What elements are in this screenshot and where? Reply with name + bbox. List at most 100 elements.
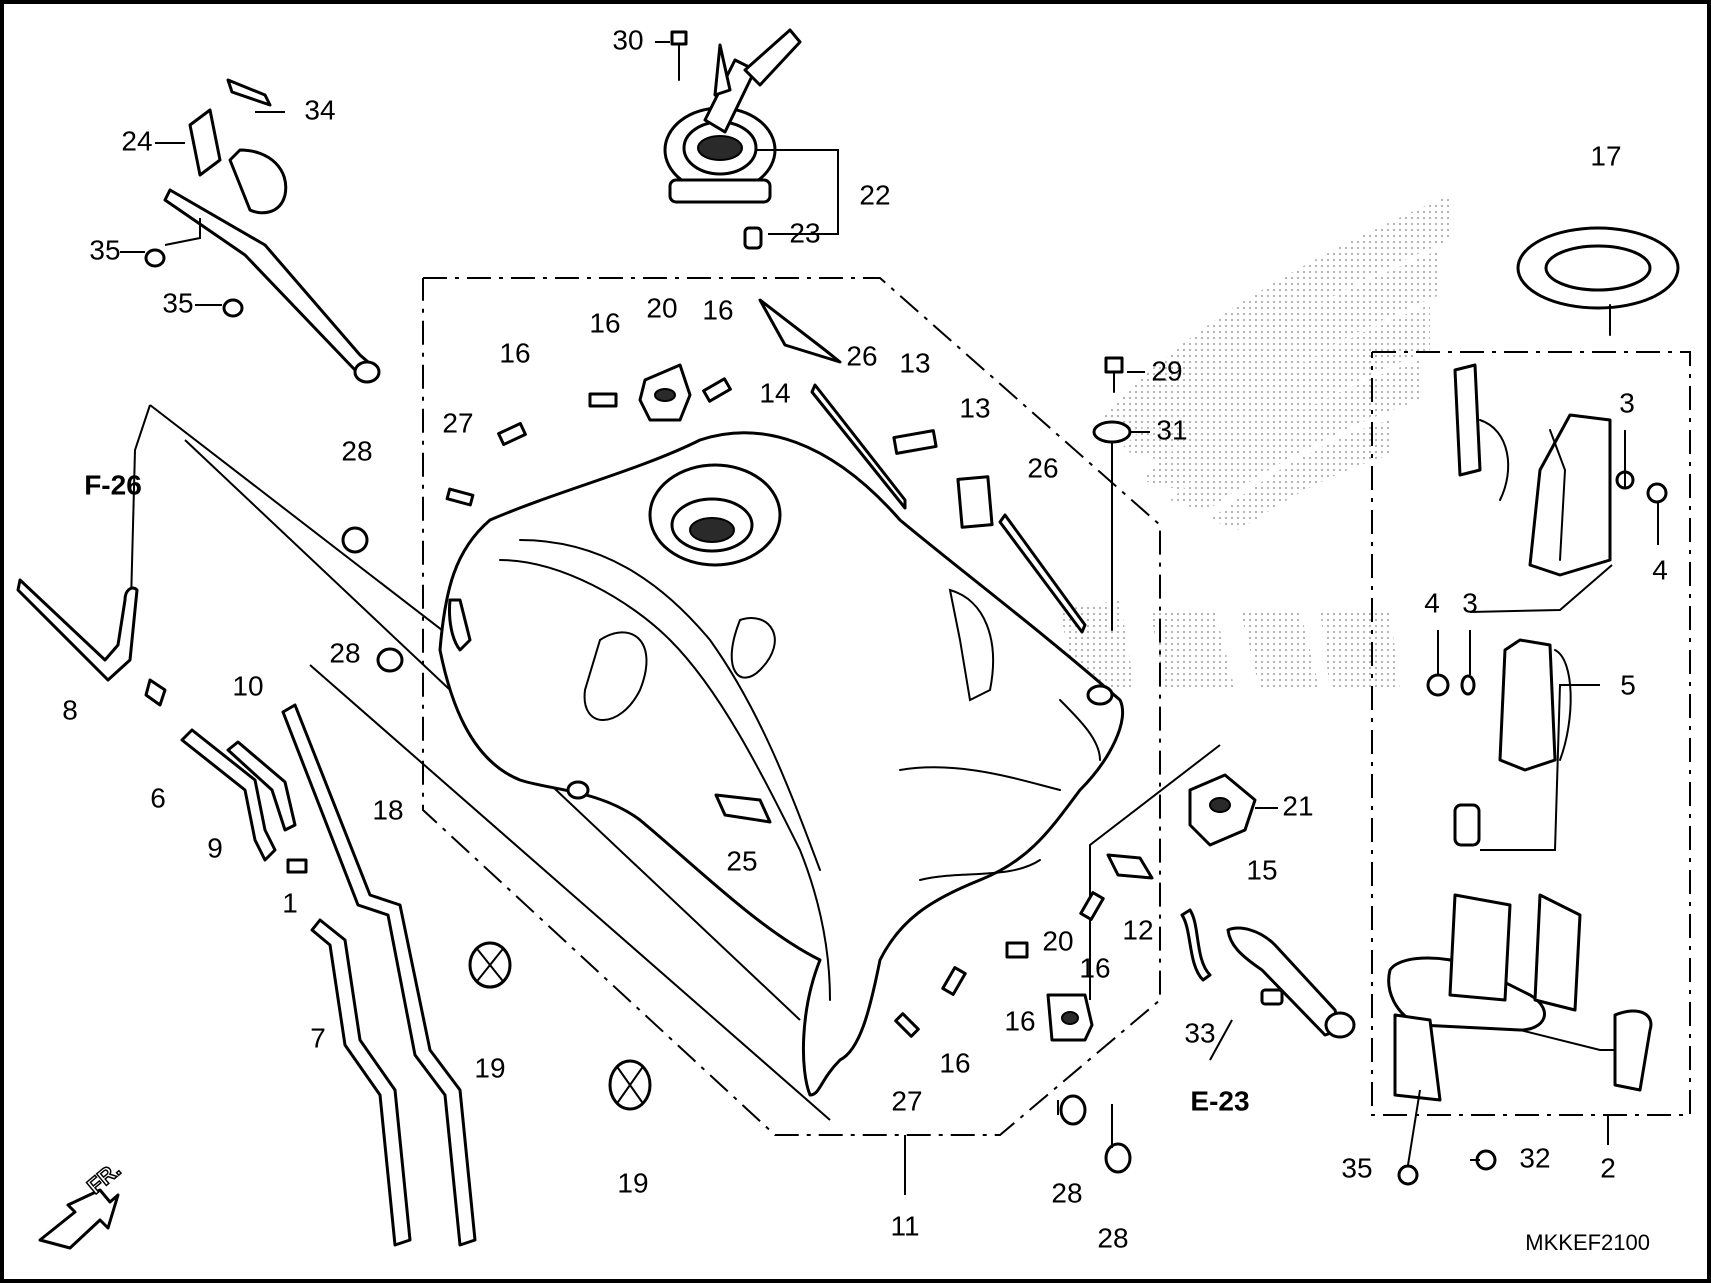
- cushion-20-bottom: [1046, 993, 1094, 1042]
- label-16-a: 16: [499, 337, 530, 368]
- cap-bolt: [670, 30, 688, 81]
- label-19-left: 19: [474, 1052, 505, 1083]
- label-26-a: 26: [846, 340, 877, 371]
- label-12: 12: [1122, 914, 1153, 945]
- label-13-b: 13: [959, 392, 990, 423]
- fuel-tank-body: [438, 431, 1125, 1097]
- label-7: 7: [310, 1022, 326, 1053]
- label-13-a: [892, 429, 938, 455]
- bolt-29: [1104, 356, 1124, 393]
- label-5: 5: [1620, 669, 1636, 700]
- tank-group-outline: [422, 277, 1161, 1195]
- label-35-c: 35: [1341, 1152, 1372, 1183]
- hose-clip-33: [1180, 908, 1212, 982]
- brand-wing-watermark: [1060, 195, 1450, 690]
- label-27-a: 27: [442, 407, 473, 438]
- label-10: 10: [232, 670, 263, 701]
- label-32: 32: [1519, 1142, 1550, 1173]
- bolt-4-mid: [1426, 673, 1450, 697]
- rubber-27-a: [445, 487, 475, 507]
- label-3-mid: 3: [1462, 587, 1478, 618]
- nut-28-a: [341, 526, 369, 554]
- label-28-d: 28: [1097, 1222, 1128, 1253]
- label-26-b: 26: [1027, 452, 1058, 483]
- label-20-bottom: 20: [1042, 925, 1073, 956]
- clip-6: [144, 678, 167, 707]
- label-13-b: [956, 475, 994, 529]
- nut-35-b: [222, 298, 244, 318]
- rubber-16-e: [1005, 941, 1029, 959]
- rubber-27-b: [894, 1012, 920, 1038]
- tube-7: [310, 918, 412, 1247]
- label-16-d: 16: [1079, 952, 1110, 983]
- rubber-16-f: [941, 966, 967, 996]
- label-28-c: 28: [1051, 1177, 1082, 1208]
- bolt-4-top: [1646, 482, 1668, 504]
- cap-plug: [743, 226, 763, 250]
- label-29: 29: [1151, 355, 1182, 386]
- label-14: 14: [759, 377, 790, 408]
- label-12: [1106, 853, 1154, 880]
- clamp-1: [286, 858, 308, 874]
- label-16-e: 16: [1004, 1005, 1035, 1036]
- tube-8: [16, 578, 139, 682]
- label-14: [758, 298, 842, 364]
- label-18: 18: [372, 794, 403, 825]
- diagram-code: MKKEF2100: [1525, 1230, 1650, 1255]
- label-19-bottom: 19: [617, 1167, 648, 1198]
- rubber-16-b: [588, 392, 618, 408]
- label-21: 21: [1282, 790, 1313, 821]
- fuel-pump-unit-2: [1387, 893, 1653, 1102]
- bracket-assembly-24: [163, 108, 381, 384]
- label-13-a: 13: [899, 347, 930, 378]
- tube-group-leader-c: [309, 664, 831, 1121]
- label-35-a: 35: [89, 234, 120, 265]
- bracket-21: [1188, 773, 1257, 847]
- label-6: 6: [150, 782, 166, 813]
- label-16-c: 16: [702, 294, 733, 325]
- front-marker-label: FR.: [82, 1157, 125, 1199]
- pump-35-leaders: [1407, 1089, 1421, 1166]
- tag-34: [226, 78, 272, 107]
- pump-motor-5: [1453, 638, 1572, 847]
- label-4-top: 4: [1652, 554, 1668, 585]
- clip-19-bottom: [608, 1059, 652, 1111]
- label-17: 17: [1590, 140, 1621, 171]
- cushion-20-top: [638, 363, 692, 422]
- nut-28-b: [376, 647, 404, 673]
- ref-e23[interactable]: E-23: [1190, 1085, 1249, 1116]
- nut-35-a: [144, 248, 166, 268]
- clip-19-left: [468, 941, 512, 989]
- label-4-mid: 4: [1424, 587, 1440, 618]
- label-15: 15: [1246, 854, 1277, 885]
- label-25: [714, 793, 772, 824]
- label-28-a: 28: [341, 435, 372, 466]
- ring-17: [1516, 226, 1680, 336]
- part-labels: 1 2 3 3 4 4 5 6 7 8 9 10 11 12 13 13 14 …: [62, 24, 1668, 1255]
- label-leaders: [120, 41, 1659, 1176]
- label-34: 34: [304, 94, 335, 125]
- pump-5-leader: [1480, 684, 1600, 851]
- rubber-16-c: [702, 377, 732, 403]
- tube-18: [281, 703, 477, 1247]
- label-20-top: 20: [646, 292, 677, 323]
- label-30: 30: [612, 24, 643, 55]
- label-24: 24: [121, 125, 152, 156]
- label-1: 1: [282, 887, 298, 918]
- bracket-35-leaders: [164, 218, 201, 246]
- label-8: 8: [62, 694, 78, 725]
- label-3-top: 3: [1619, 387, 1635, 418]
- label-27-b: 27: [891, 1085, 922, 1116]
- ref-f26[interactable]: F-26: [84, 469, 142, 500]
- pump-wiring: [1453, 363, 1510, 501]
- pump-cover: [1528, 413, 1612, 577]
- nut-28-d: [1104, 1142, 1132, 1174]
- label-11: 11: [890, 1210, 919, 1241]
- breather-leader: [1089, 744, 1221, 1000]
- f26-leader: [129, 404, 151, 641]
- label-2: 2: [1600, 1152, 1616, 1183]
- label-28-b: 28: [329, 637, 360, 668]
- nut-35-c: [1397, 1164, 1419, 1186]
- rubber-16-d: [1079, 891, 1105, 921]
